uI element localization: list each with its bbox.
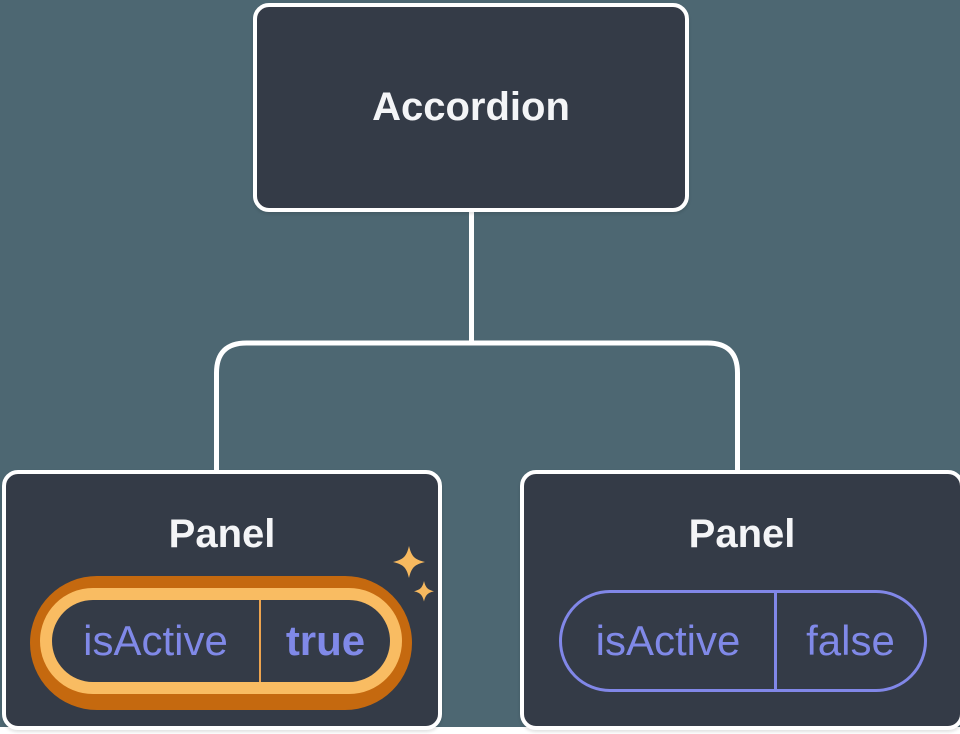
prop-name: isActive (83, 617, 228, 664)
prop-value: false (806, 617, 895, 664)
prop-pill-highlight-ring: isActive true (30, 576, 412, 710)
component-node-accordion: Accordion (253, 3, 689, 212)
sparkles-icon (393, 546, 434, 602)
panel-node-label: Panel (168, 512, 276, 556)
branch-bracket-line (214, 340, 740, 476)
panel-node-label: Panel (688, 512, 796, 556)
prop-divider (774, 593, 777, 689)
component-node-panel-active: Panel isActive true (2, 470, 442, 730)
prop-pill-inner-ring: isActive true (40, 588, 402, 694)
component-node-panel-inactive: Panel isActive false (520, 470, 960, 730)
accordion-node-label: Accordion (372, 85, 570, 129)
prop-pill: isActive false (559, 590, 927, 692)
prop-value: true (285, 617, 366, 664)
sparkle-large (393, 546, 425, 578)
prop-pill: isActive true (52, 600, 390, 682)
prop-divider (259, 600, 261, 682)
prop-name: isActive (595, 617, 741, 664)
sparkle-small (414, 581, 434, 602)
